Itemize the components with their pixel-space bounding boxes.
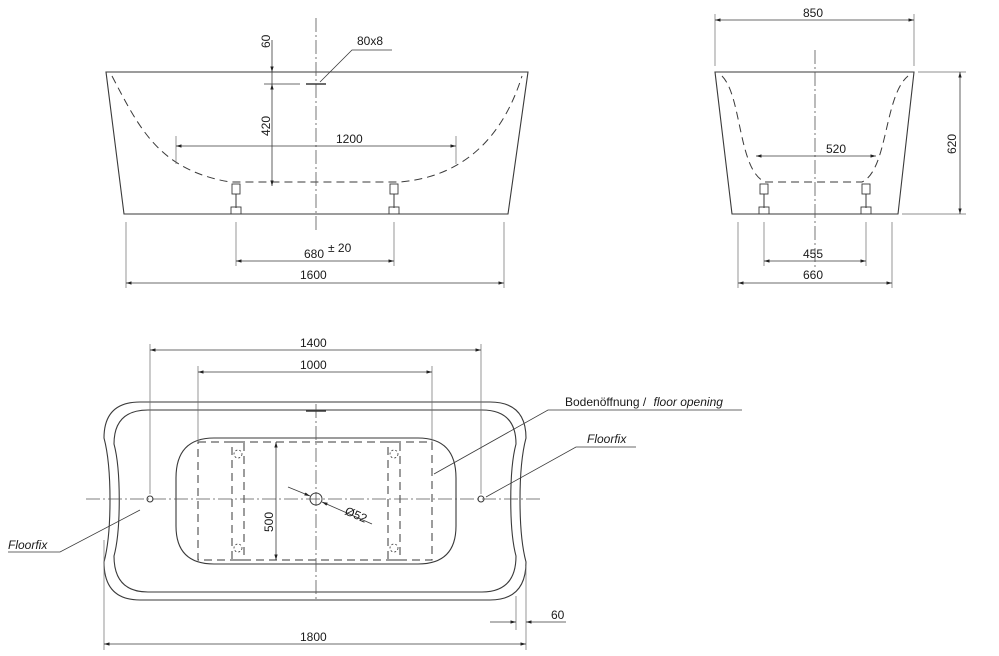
top-dim-1800: 1800 bbox=[300, 630, 327, 644]
front-dim-60: 60 bbox=[259, 34, 273, 48]
side-dim-850: 850 bbox=[803, 6, 823, 20]
top-view-inner-rim bbox=[113, 409, 517, 593]
side-dim-520: 520 bbox=[826, 142, 846, 156]
label-floorfix-left: Floorfix bbox=[8, 538, 48, 552]
top-view: Ø52 1400 1000 500 60 1800 Bodenöffnung /… bbox=[8, 336, 742, 650]
label-floorfix-right: Floorfix bbox=[587, 432, 627, 446]
top-view-drain bbox=[309, 492, 323, 506]
top-view-basin bbox=[175, 437, 457, 565]
floorfix-right-point bbox=[477, 495, 485, 503]
front-dim-680: 680 bbox=[304, 247, 324, 261]
front-view-tub-outline bbox=[105, 71, 529, 215]
front-view-foot-left bbox=[230, 183, 242, 215]
front-view-inner-basin bbox=[111, 75, 523, 183]
label-floor-opening-de: Bodenöffnung / bbox=[565, 395, 647, 409]
front-dim-1600: 1600 bbox=[300, 268, 327, 282]
top-view-outer-rim bbox=[103, 401, 527, 601]
top-view-floor-opening bbox=[197, 441, 433, 561]
front-dim-680-tolerance: ± 20 bbox=[328, 241, 352, 255]
front-dim-80x8: 80x8 bbox=[357, 34, 383, 48]
top-dim-60: 60 bbox=[551, 608, 565, 622]
side-view: 850 620 520 455 660 bbox=[714, 6, 966, 288]
side-dim-455: 455 bbox=[803, 247, 823, 261]
top-dim-1000: 1000 bbox=[300, 358, 327, 372]
front-view-foot-right bbox=[388, 183, 400, 215]
label-floor-opening-en: floor opening bbox=[654, 395, 724, 409]
top-view-floor-holes bbox=[233, 449, 399, 553]
label-floor-opening: Bodenöffnung / floor opening bbox=[565, 395, 723, 409]
side-view-tub-outline bbox=[714, 71, 915, 215]
top-dim-1400: 1400 bbox=[300, 336, 327, 350]
front-dim-1200: 1200 bbox=[336, 132, 363, 146]
front-view: 60 420 80x8 1200 680 ± 20 1600 bbox=[105, 18, 529, 288]
side-dim-620: 620 bbox=[945, 134, 959, 154]
floorfix-left-point bbox=[146, 495, 154, 503]
side-dim-660: 660 bbox=[803, 268, 823, 282]
top-dim-d52: Ø52 bbox=[343, 504, 370, 526]
front-dim-420: 420 bbox=[259, 116, 273, 136]
top-dim-500: 500 bbox=[262, 512, 276, 532]
